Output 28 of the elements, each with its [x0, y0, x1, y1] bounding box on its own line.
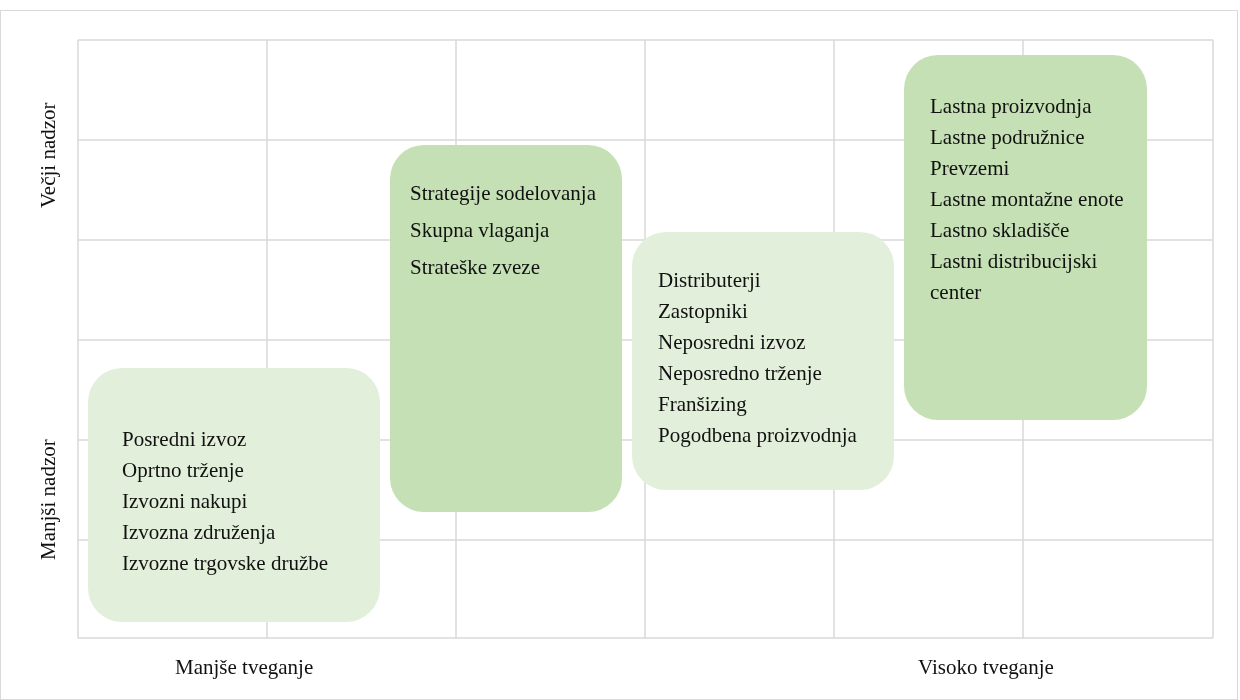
list-item: Franšizing — [658, 391, 748, 418]
list-item: Skupna vlaganja — [410, 217, 551, 244]
list-item: Posredni izvoz — [122, 426, 248, 453]
category-panel — [904, 55, 1147, 420]
list-item: Prevzemi — [930, 155, 1011, 182]
axis-label: Visoko tveganje — [918, 655, 1054, 680]
list-item: Lastne montažne enote — [930, 186, 1125, 213]
list-item: Lastni distribucijski center — [930, 248, 1099, 306]
list-item: Lastne podružnice — [930, 124, 1086, 151]
list-item: Neposredni izvoz — [658, 329, 807, 356]
list-item: Distributerji — [658, 267, 762, 294]
category-panel — [632, 232, 894, 490]
category-panel — [390, 145, 622, 512]
axis-label: Večji nadzor — [36, 101, 61, 210]
list-item: Izvozni nakupi — [122, 488, 249, 515]
list-item: Strateške zveze — [410, 254, 541, 281]
list-item: Neposredno trženje — [658, 360, 823, 387]
category-panel — [88, 368, 380, 622]
list-item: Zastopniki — [658, 298, 749, 325]
list-item: Izvozna združenja — [122, 519, 277, 546]
list-item: Izvozne trgovske družbe — [122, 550, 330, 577]
list-item: Strategije sodelovanja — [410, 180, 598, 207]
list-item: Oprtno trženje — [122, 457, 245, 484]
list-item: Lastno skladišče — [930, 217, 1071, 244]
list-item: Pogodbena proizvodnja — [658, 422, 858, 449]
axis-label: Manjši nadzor — [36, 438, 61, 563]
axis-label: Manjše tveganje — [175, 655, 314, 680]
list-item: Lastna proizvodnja — [930, 93, 1093, 120]
